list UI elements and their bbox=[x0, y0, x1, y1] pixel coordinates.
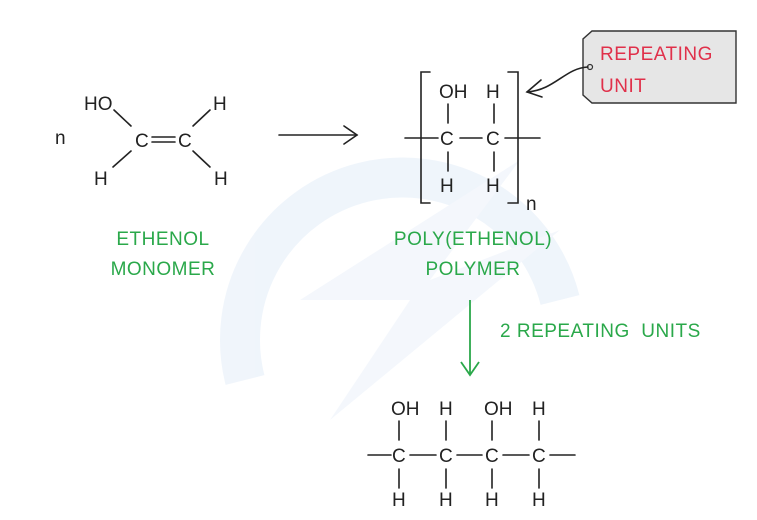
atom-c: C bbox=[135, 131, 149, 152]
down-arrow bbox=[460, 300, 480, 377]
watermark-logo bbox=[220, 157, 580, 420]
atom-top: H bbox=[532, 399, 546, 420]
atom-ho: HO bbox=[84, 94, 113, 115]
atom-h: H bbox=[214, 169, 228, 190]
atom-c: C bbox=[532, 446, 546, 467]
atom-c: C bbox=[178, 131, 192, 152]
reaction-arrow bbox=[278, 125, 359, 145]
atom-c: C bbox=[392, 446, 406, 467]
atom-h: H bbox=[486, 82, 500, 103]
monomer-label-line1: ETHENOL bbox=[116, 229, 209, 250]
monomer-label-line2: MONOMER bbox=[111, 259, 216, 280]
atom-h: H bbox=[94, 169, 108, 190]
bond bbox=[192, 150, 211, 168]
bond bbox=[112, 150, 132, 168]
atom-bottom: H bbox=[439, 490, 453, 511]
atom-c: C bbox=[439, 446, 453, 467]
atom-bottom: H bbox=[532, 490, 546, 511]
bond bbox=[113, 109, 132, 127]
atom-bottom: H bbox=[485, 490, 499, 511]
atom-c: C bbox=[485, 446, 499, 467]
coefficient-n: n bbox=[55, 128, 66, 149]
tag-line2: UNIT bbox=[600, 76, 646, 97]
polymer-label-line1: POLY(ETHENOL) bbox=[394, 229, 552, 250]
ethenol-monomer: n HO H C C H H bbox=[55, 94, 228, 190]
atom-h: H bbox=[486, 176, 500, 197]
atom-top: OH bbox=[391, 399, 420, 420]
subscript-n: n bbox=[526, 194, 537, 215]
atom-top: OH bbox=[484, 399, 513, 420]
atom-c: C bbox=[440, 129, 454, 150]
atom-h: H bbox=[213, 94, 227, 115]
atom-top: H bbox=[439, 399, 453, 420]
bond bbox=[192, 109, 211, 127]
atom-h: H bbox=[440, 176, 454, 197]
two-repeating-units-chain: OH C H H C H OH C H H C H bbox=[367, 399, 576, 511]
polymer-label-line2: POLYMER bbox=[425, 259, 520, 280]
tag-line1: REPEATING bbox=[600, 44, 713, 65]
step-label: 2 REPEATING UNITS bbox=[500, 321, 701, 342]
atom-oh: OH bbox=[439, 82, 468, 103]
polyethenol-polymer: OH H C C H H n bbox=[404, 71, 541, 215]
atom-c: C bbox=[486, 129, 500, 150]
atom-bottom: H bbox=[392, 490, 406, 511]
repeating-unit-tag: REPEATING UNIT bbox=[525, 30, 737, 104]
